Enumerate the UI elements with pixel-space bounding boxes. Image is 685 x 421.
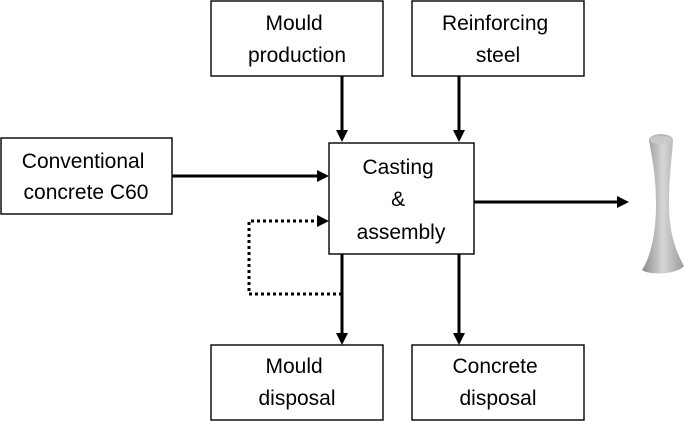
casting-assembly-label-line3: assembly (357, 221, 446, 244)
mould-disposal-box: Mould disposal (210, 344, 384, 421)
dotted-feedback-loop-arrow (247, 215, 342, 296)
concrete-disposal-label-line2: disposal (459, 387, 536, 410)
reinforcing-steel-box: Reinforcing steel (411, 0, 585, 77)
conventional-concrete-box: Conventional concrete C60 (0, 137, 173, 215)
arrow-mould-production-to-casting (336, 76, 348, 142)
svg-text:Reinforcing steel: Reinforcing steel (442, 12, 554, 67)
svg-text:Mould production: Mould production (248, 12, 346, 67)
arrow-casting-to-concrete-disposal (453, 254, 465, 345)
reinforcing-steel-label-line2: steel (476, 44, 520, 67)
bone-shaped-column-icon (642, 134, 684, 274)
mould-disposal-label-line2: disposal (258, 387, 335, 410)
arrow-casting-to-mould-disposal (336, 254, 348, 345)
conventional-concrete-label-line2: concrete C60 (24, 181, 149, 204)
concrete-disposal-box: Concrete disposal (411, 344, 585, 421)
reinforcing-steel-label-line1: Reinforcing (442, 12, 548, 35)
svg-text:Conventional concrete C6: Conventional concrete C60 (22, 150, 150, 204)
mould-production-box: Mould production (210, 0, 384, 77)
conventional-concrete-label-line1: Conventional (22, 150, 145, 173)
arrow-concrete-to-casting (172, 170, 329, 182)
concrete-disposal-label-line1: Concrete (452, 355, 537, 378)
svg-text:Casting & assembly: Casting & assembly (357, 156, 446, 244)
mould-production-label-line2: production (248, 44, 346, 67)
arrow-casting-to-product (474, 196, 629, 208)
svg-text:Mould disposal: Mould disposal (258, 355, 335, 410)
mould-disposal-label-line1: Mould (265, 355, 322, 378)
mould-production-label-line1: Mould (265, 12, 322, 35)
svg-text:Concrete disposal: Concrete disposal (452, 355, 543, 410)
casting-assembly-box: Casting & assembly (328, 142, 475, 255)
casting-assembly-label-line2: & (391, 188, 405, 211)
casting-assembly-label-line1: Casting (362, 156, 433, 179)
arrow-reinforcing-steel-to-casting (453, 76, 465, 142)
